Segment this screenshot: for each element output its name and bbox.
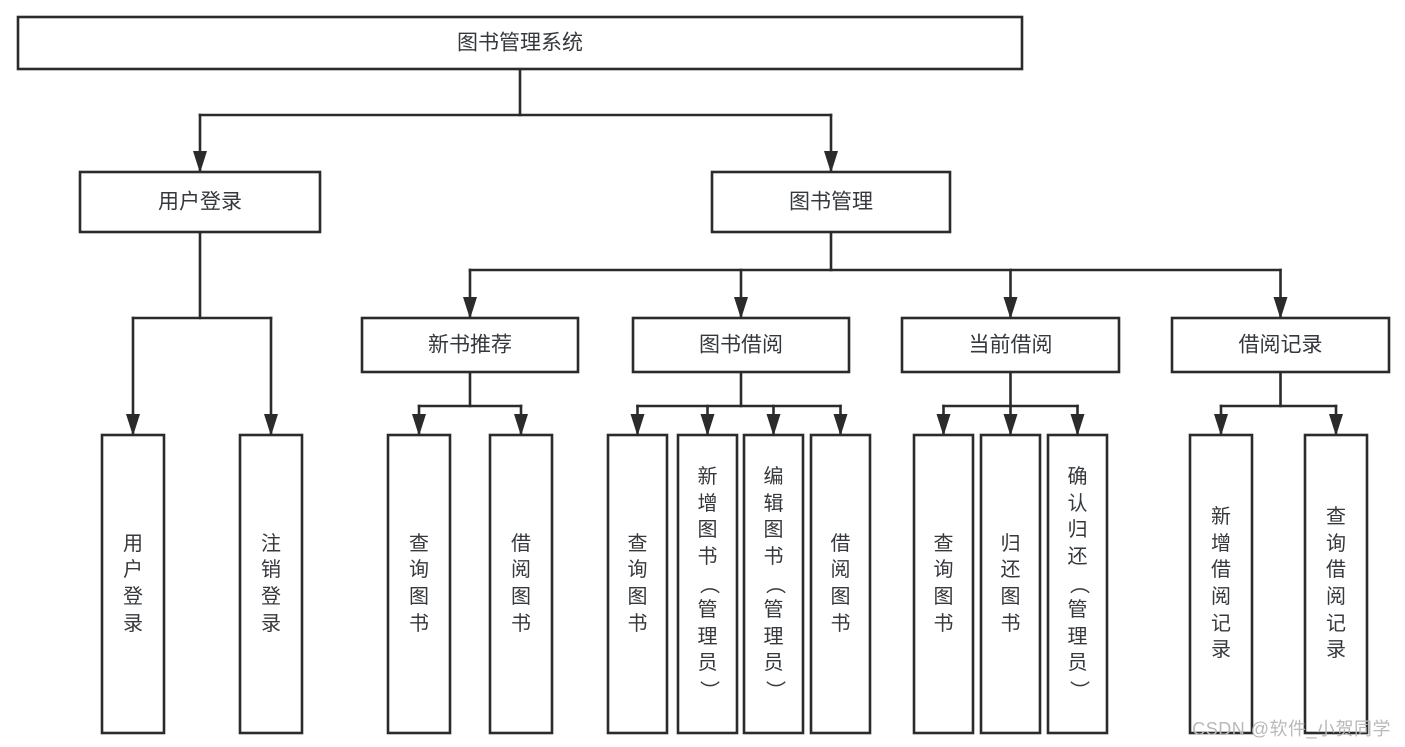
arrow-head-icon (193, 151, 207, 173)
arrow-head-icon (1003, 297, 1018, 319)
node-leaf-2-1[interactable] (979, 433, 1042, 735)
arrow-head-icon (766, 414, 781, 436)
arrow-head-icon (700, 414, 715, 436)
node-label: 图书管理系统 (457, 32, 583, 55)
node-leaf-3-0[interactable] (1188, 433, 1254, 735)
arrow-head-icon (126, 414, 140, 436)
node-level3-3[interactable]: 借阅记录 (1170, 316, 1391, 374)
arrow-head-icon (1273, 297, 1288, 319)
node-leaf-1-1[interactable] (676, 433, 739, 735)
arrow-head-icon (463, 297, 477, 319)
arrow-head-icon (264, 414, 278, 436)
node-leaf-1-0[interactable] (606, 433, 669, 735)
arrow-head-icon (833, 414, 848, 436)
node-leaf-0-0[interactable] (386, 433, 452, 735)
arrow-head-icon (630, 414, 645, 436)
node-leaf-2-0[interactable] (912, 433, 975, 735)
node-level2-0[interactable]: 用户登录 (78, 170, 322, 234)
connectors-layer (126, 67, 1343, 436)
node-level3-1[interactable]: 图书借阅 (631, 316, 851, 374)
arrow-head-icon (1214, 414, 1228, 436)
node-label: 当前借阅 (969, 334, 1053, 357)
node-leaf-l2-0[interactable] (100, 433, 166, 735)
node-leaf-1-2[interactable] (742, 433, 805, 735)
node-leaf-3-1[interactable] (1303, 433, 1369, 735)
node-level2-1[interactable]: 图书管理 (710, 170, 952, 234)
node-leaf-l2-1[interactable] (238, 433, 304, 735)
node-leaf-2-2[interactable] (1046, 433, 1109, 735)
node-leaf-1-3[interactable] (809, 433, 872, 735)
arrow-head-icon (1329, 414, 1343, 436)
node-root[interactable]: 图书管理系统 (16, 15, 1024, 71)
arrow-head-icon (1003, 414, 1018, 436)
node-leaf-0-1[interactable] (488, 433, 554, 735)
arrow-head-icon (734, 297, 748, 319)
node-label: 新书推荐 (428, 334, 512, 357)
node-level3-2[interactable]: 当前借阅 (900, 316, 1121, 374)
node-label: 图书借阅 (699, 334, 783, 357)
arrow-head-icon (1070, 414, 1085, 436)
arrow-head-icon (412, 414, 426, 436)
arrow-head-icon (936, 414, 951, 436)
arrow-head-icon (824, 151, 838, 173)
arrow-head-icon (514, 414, 528, 436)
node-level3-0[interactable]: 新书推荐 (360, 316, 580, 374)
node-label: 图书管理 (789, 191, 873, 214)
node-label: 用户登录 (158, 191, 242, 214)
node-label: 借阅记录 (1239, 334, 1323, 357)
